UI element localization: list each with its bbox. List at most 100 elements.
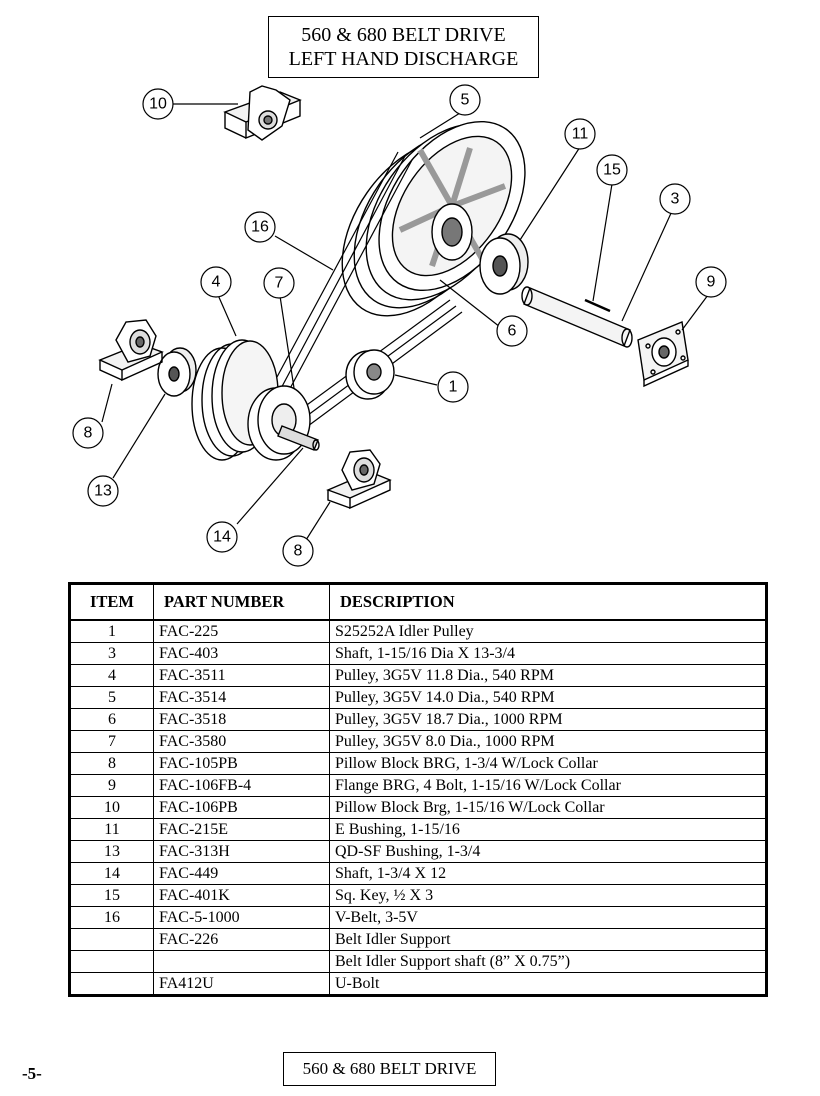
callout-8b xyxy=(282,535,314,567)
bushing-11 xyxy=(479,233,529,295)
cell-description: Belt Idler Support shaft (8” X 0.75”) xyxy=(329,950,767,973)
cell-item: 10 xyxy=(69,796,154,819)
callout-label-7: 7 xyxy=(275,275,284,292)
callout-label-8b: 8 xyxy=(294,543,303,560)
cell-item: 5 xyxy=(69,686,154,709)
callout-4 xyxy=(200,266,232,298)
bushing-13 xyxy=(157,347,197,397)
cell-description: Pulley, 3G5V 18.7 Dia., 1000 RPM xyxy=(329,708,767,731)
cell-part-number: FAC-215E xyxy=(153,818,330,841)
cell-item xyxy=(69,928,154,951)
header-part-number: PART NUMBER xyxy=(153,583,330,621)
flange-bearing-9 xyxy=(637,321,689,388)
cell-part-number: FAC-226 xyxy=(153,928,330,951)
cell-description: QD-SF Bushing, 1-3/4 xyxy=(329,840,767,863)
page-number: -5- xyxy=(22,1064,42,1083)
pillow-block-10 xyxy=(223,85,302,141)
cell-description: Pillow Block Brg, 1-15/16 W/Lock Collar xyxy=(329,796,767,819)
cell-part-number: FAC-3511 xyxy=(153,664,330,687)
callout-label-9: 9 xyxy=(707,274,716,291)
cell-description: Pillow Block BRG, 1-3/4 W/Lock Collar xyxy=(329,752,767,775)
cell-description: V-Belt, 3-5V xyxy=(329,906,767,929)
cell-item: 7 xyxy=(69,730,154,753)
cell-description: Pulley, 3G5V 11.8 Dia., 540 RPM xyxy=(329,664,767,687)
callout-label-11: 11 xyxy=(572,126,589,143)
cell-part-number: FAC-3518 xyxy=(153,708,330,731)
callout-16 xyxy=(244,211,276,243)
cell-description: Belt Idler Support xyxy=(329,928,767,951)
shaft-3 xyxy=(521,286,633,348)
cell-description: S25252A Idler Pulley xyxy=(329,620,767,643)
cell-part-number: FAC-225 xyxy=(153,620,330,643)
callout-label-8a: 8 xyxy=(84,425,93,442)
cell-item: 14 xyxy=(69,862,154,885)
cell-description: U-Bolt xyxy=(329,972,767,996)
callout-9 xyxy=(695,266,727,298)
cell-item: 4 xyxy=(69,664,154,687)
cell-description: Sq. Key, ½ X 3 xyxy=(329,884,767,907)
cell-item: 13 xyxy=(69,840,154,863)
pillow-block-8-lower xyxy=(326,449,392,510)
shaft-14 xyxy=(277,425,320,451)
header-item: ITEM xyxy=(69,583,154,621)
pillow-block-8-left xyxy=(98,319,164,382)
cell-part-number: FAC-106PB xyxy=(153,796,330,819)
cell-item xyxy=(69,950,154,973)
callout-label-15: 15 xyxy=(603,162,621,179)
cell-description: Flange BRG, 4 Bolt, 1-15/16 W/Lock Colla… xyxy=(329,774,767,797)
callout-15 xyxy=(596,154,628,186)
callout-label-1: 1 xyxy=(449,379,458,396)
cell-part-number: FAC-3580 xyxy=(153,730,330,753)
cell-item: 16 xyxy=(69,906,154,929)
callout-6 xyxy=(496,315,528,347)
cell-item xyxy=(69,972,154,996)
callout-3 xyxy=(659,183,691,215)
callout-8a xyxy=(72,417,104,449)
pulley-7 xyxy=(247,385,311,461)
callout-7 xyxy=(263,267,295,299)
cell-description: Pulley, 3G5V 14.0 Dia., 540 RPM xyxy=(329,686,767,709)
cell-part-number: FAC-105PB xyxy=(153,752,330,775)
footer-title: 560 & 680 BELT DRIVE xyxy=(283,1052,496,1086)
title-line-2: LEFT HAND DISCHARGE xyxy=(288,48,519,70)
page-title: 560 & 680 BELT DRIVE LEFT HAND DISCHARGE xyxy=(268,16,539,78)
idler-pulley-1 xyxy=(345,349,395,400)
callout-14 xyxy=(206,521,238,553)
cell-description: Shaft, 1-3/4 X 12 xyxy=(329,862,767,885)
cell-part-number xyxy=(153,950,330,973)
cell-item: 6 xyxy=(69,708,154,731)
cell-item: 3 xyxy=(69,642,154,665)
callout-13 xyxy=(87,475,119,507)
callout-10 xyxy=(142,88,174,120)
cell-part-number: FAC-313H xyxy=(153,840,330,863)
header-description: DESCRIPTION xyxy=(329,583,767,621)
callout-label-14: 14 xyxy=(213,529,231,546)
cell-item: 8 xyxy=(69,752,154,775)
v-belt-16 xyxy=(269,151,463,427)
callout-label-16: 16 xyxy=(251,219,269,236)
exploded-assembly-diagram: 10 5 11 15 3 16 4 7 9 6 1 8 13 14 8 xyxy=(72,84,727,567)
cell-item: 9 xyxy=(69,774,154,797)
title-line-1: 560 & 680 BELT DRIVE xyxy=(301,24,506,46)
cell-item: 11 xyxy=(69,818,154,841)
cell-part-number: FAC-401K xyxy=(153,884,330,907)
callout-label-5: 5 xyxy=(461,92,470,109)
callout-label-10: 10 xyxy=(149,96,167,113)
cell-item: 1 xyxy=(69,620,154,643)
parts-table-header: ITEM PART NUMBER DESCRIPTION xyxy=(69,583,767,621)
callout-11 xyxy=(564,118,596,150)
